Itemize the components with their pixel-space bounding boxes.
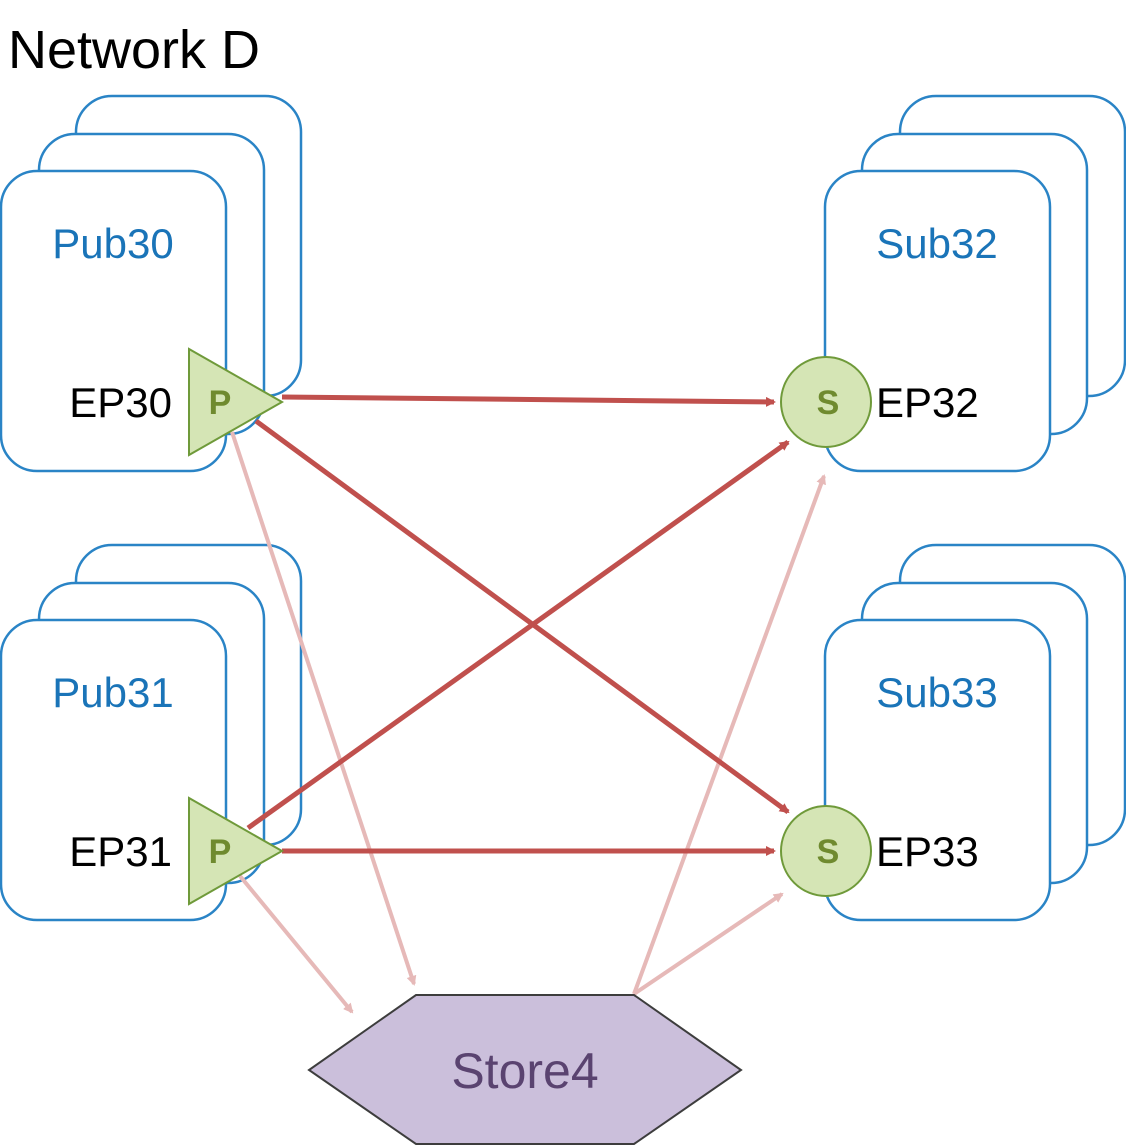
subscriber-card-stack-sub33 [823, 543, 1126, 922]
edge-store4-to-ep32 [632, 474, 826, 995]
diagram-title: Network D [8, 20, 260, 80]
endpoint-label-ep30: EP30 [69, 379, 172, 426]
publisher-port-icon [188, 796, 285, 906]
publisher-label-pub30: Pub30 [52, 220, 173, 267]
subscriber-port-icon [780, 805, 872, 897]
subscriber-card-stack-sub32 [823, 94, 1126, 473]
subscriber-port-ep33[interactable]: S [780, 805, 872, 897]
store-hexagon [307, 994, 743, 1145]
port-letter: P [209, 833, 232, 871]
edge-store4-to-ep33 [632, 892, 784, 996]
port-letter: S [817, 384, 840, 422]
publisher-port-icon [188, 347, 285, 457]
store-node[interactable]: Store4 [307, 994, 743, 1145]
endpoint-label-ep33: EP33 [876, 828, 979, 875]
store-label: Store4 [451, 1043, 598, 1099]
publisher-label-pub31: Pub31 [52, 669, 173, 716]
edge-ep30-to-ep33 [254, 418, 790, 815]
endpoint-label-ep31: EP31 [69, 828, 172, 875]
subscriber-port-ep32[interactable]: S [780, 356, 872, 448]
edge-ep31-to-ep32 [246, 439, 790, 831]
subscriber-port-icon [780, 356, 872, 448]
publisher-port-ep31[interactable]: P [188, 796, 285, 906]
subscriber-label-sub33: Sub33 [876, 669, 997, 716]
edge-ep30-to-ep32 [281, 394, 776, 407]
edge-ep30-to-store4 [230, 431, 417, 986]
subscriber-label-sub32: Sub32 [876, 220, 997, 267]
publisher-port-ep30[interactable]: P [188, 347, 285, 457]
edge-ep31-to-store4 [238, 874, 354, 1014]
endpoint-label-ep32: EP32 [876, 379, 979, 426]
port-letter: P [209, 384, 232, 422]
port-letter: S [817, 833, 840, 871]
